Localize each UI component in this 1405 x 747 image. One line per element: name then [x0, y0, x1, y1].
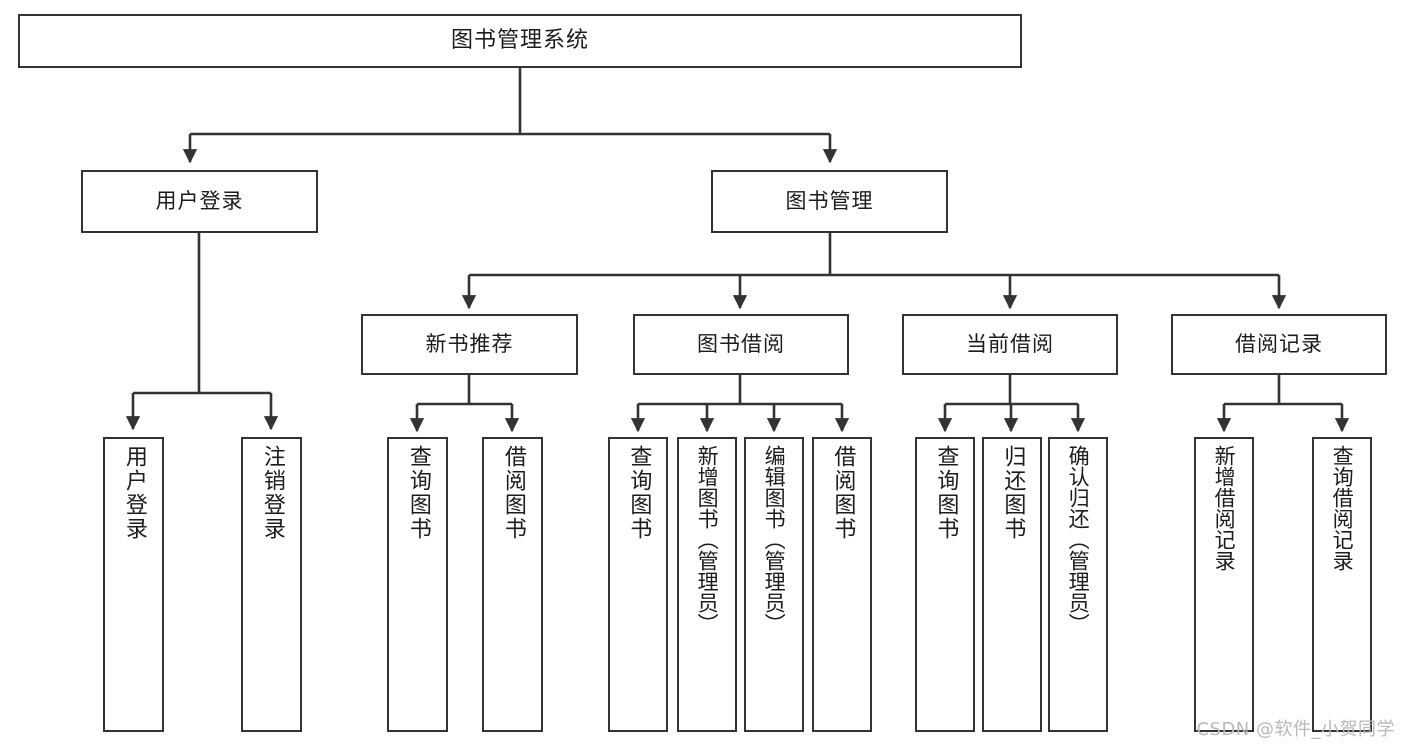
node-label: 归还图书 [1000, 445, 1026, 541]
leaf-borrow-book[interactable]: 借阅图书 [812, 437, 872, 732]
node-new-book-recommend[interactable]: 新书推荐 [361, 314, 578, 375]
node-book-management[interactable]: 图书管理 [711, 170, 948, 233]
node-label: 用户登录 [121, 445, 147, 541]
node-label: 新书推荐 [425, 332, 514, 357]
leaf-query-book-current[interactable]: 查询图书 [915, 437, 975, 732]
node-label: 查询图书 [626, 445, 652, 541]
leaf-query-book-borrow[interactable]: 查询图书 [608, 437, 668, 732]
node-user-login[interactable]: 用户登录 [81, 170, 318, 233]
csdn-watermark: CSDN @软件_小贺同学 [1196, 719, 1395, 740]
node-label: 图书借阅 [697, 332, 785, 357]
node-label: 借阅图书 [830, 445, 856, 541]
node-label: 查询借阅记录 [1330, 445, 1355, 571]
node-label: 编辑图书（管理员） [762, 445, 787, 634]
node-label: 查询图书 [933, 445, 959, 541]
leaf-user-login[interactable]: 用户登录 [103, 437, 164, 732]
node-label: 借阅图书 [500, 445, 526, 541]
leaf-confirm-return-admin[interactable]: 确认归还（管理员） [1048, 437, 1108, 732]
leaf-query-borrow-record[interactable]: 查询借阅记录 [1312, 437, 1372, 732]
node-label: 确认归还（管理员） [1066, 445, 1091, 634]
node-borrow-record[interactable]: 借阅记录 [1171, 314, 1387, 375]
node-label: 借阅记录 [1235, 332, 1323, 357]
node-root-system[interactable]: 图书管理系统 [18, 14, 1022, 68]
node-label: 新增借阅记录 [1212, 445, 1237, 571]
leaf-edit-book-admin[interactable]: 编辑图书（管理员） [744, 437, 804, 732]
node-label: 用户登录 [155, 189, 244, 214]
node-book-borrow[interactable]: 图书借阅 [633, 314, 849, 375]
node-label: 查询图书 [405, 445, 431, 541]
node-label: 注销登录 [259, 445, 285, 541]
node-label: 当前借阅 [966, 332, 1054, 357]
node-current-borrow[interactable]: 当前借阅 [902, 314, 1118, 375]
node-label: 图书管理 [785, 189, 874, 214]
leaf-add-borrow-record[interactable]: 新增借阅记录 [1194, 437, 1254, 732]
leaf-logout[interactable]: 注销登录 [241, 437, 302, 732]
leaf-add-book-admin[interactable]: 新增图书（管理员） [677, 437, 737, 732]
node-label: 图书管理系统 [450, 28, 589, 54]
leaf-borrow-book-recommend[interactable]: 借阅图书 [482, 437, 543, 732]
leaf-query-book-recommend[interactable]: 查询图书 [387, 437, 448, 732]
node-label: 新增图书（管理员） [695, 445, 720, 634]
leaf-return-book[interactable]: 归还图书 [982, 437, 1042, 732]
